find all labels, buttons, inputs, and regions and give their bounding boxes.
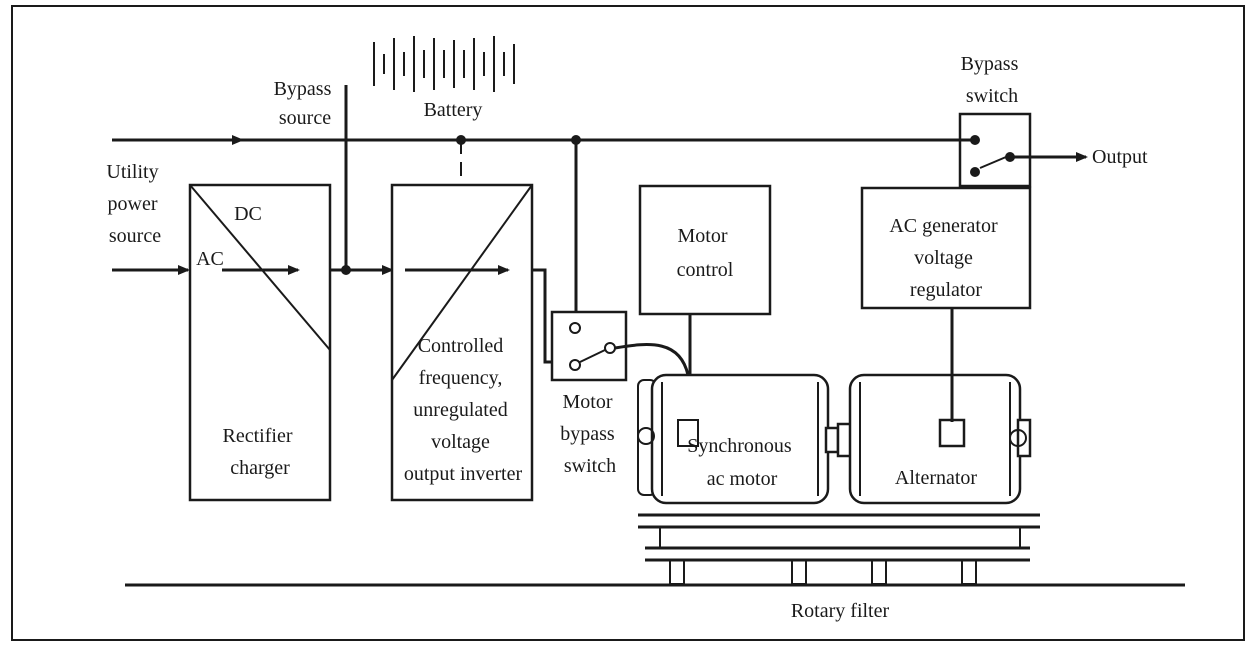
label-rectifier-charger: Rectifier charger (223, 425, 298, 479)
label-rotary-filter: Rotary filter (791, 600, 890, 622)
dc-bus (330, 85, 394, 275)
page-frame (11, 5, 1245, 641)
label-bypass-source: Bypass source (274, 78, 337, 129)
label-output: Output (1092, 146, 1148, 168)
inverter-box (390, 183, 534, 502)
label-dc: DC (234, 203, 262, 225)
label-synchronous-ac-motor: Synchronous ac motor (687, 435, 796, 490)
label-inverter: Controlled frequency, unregulated voltag… (404, 335, 523, 485)
motor-bypass-switch-box (550, 310, 690, 420)
label-ac-generator-voltage-regulator: AC generator voltage regulator (889, 215, 1002, 301)
alternator (848, 373, 1032, 505)
label-utility-power-source: Utility power source (106, 161, 163, 247)
rotary-filter-base (638, 513, 1040, 585)
label-motor-control: Motor control (677, 225, 734, 281)
generator-regulator-box (860, 170, 1032, 422)
shaft-coupling (824, 422, 854, 458)
label-battery: Battery (424, 99, 483, 121)
bypass-switch-box (940, 112, 1088, 188)
label-motor-bypass-switch: Motor bypass switch (560, 391, 619, 477)
motor-control-box (638, 184, 772, 422)
label-alternator: Alternator (895, 467, 978, 489)
label-bypass-switch: Bypass switch (961, 53, 1024, 107)
rectifier-charger-box (188, 183, 332, 502)
label-ac: AC (196, 248, 224, 270)
battery-symbol (373, 36, 515, 92)
